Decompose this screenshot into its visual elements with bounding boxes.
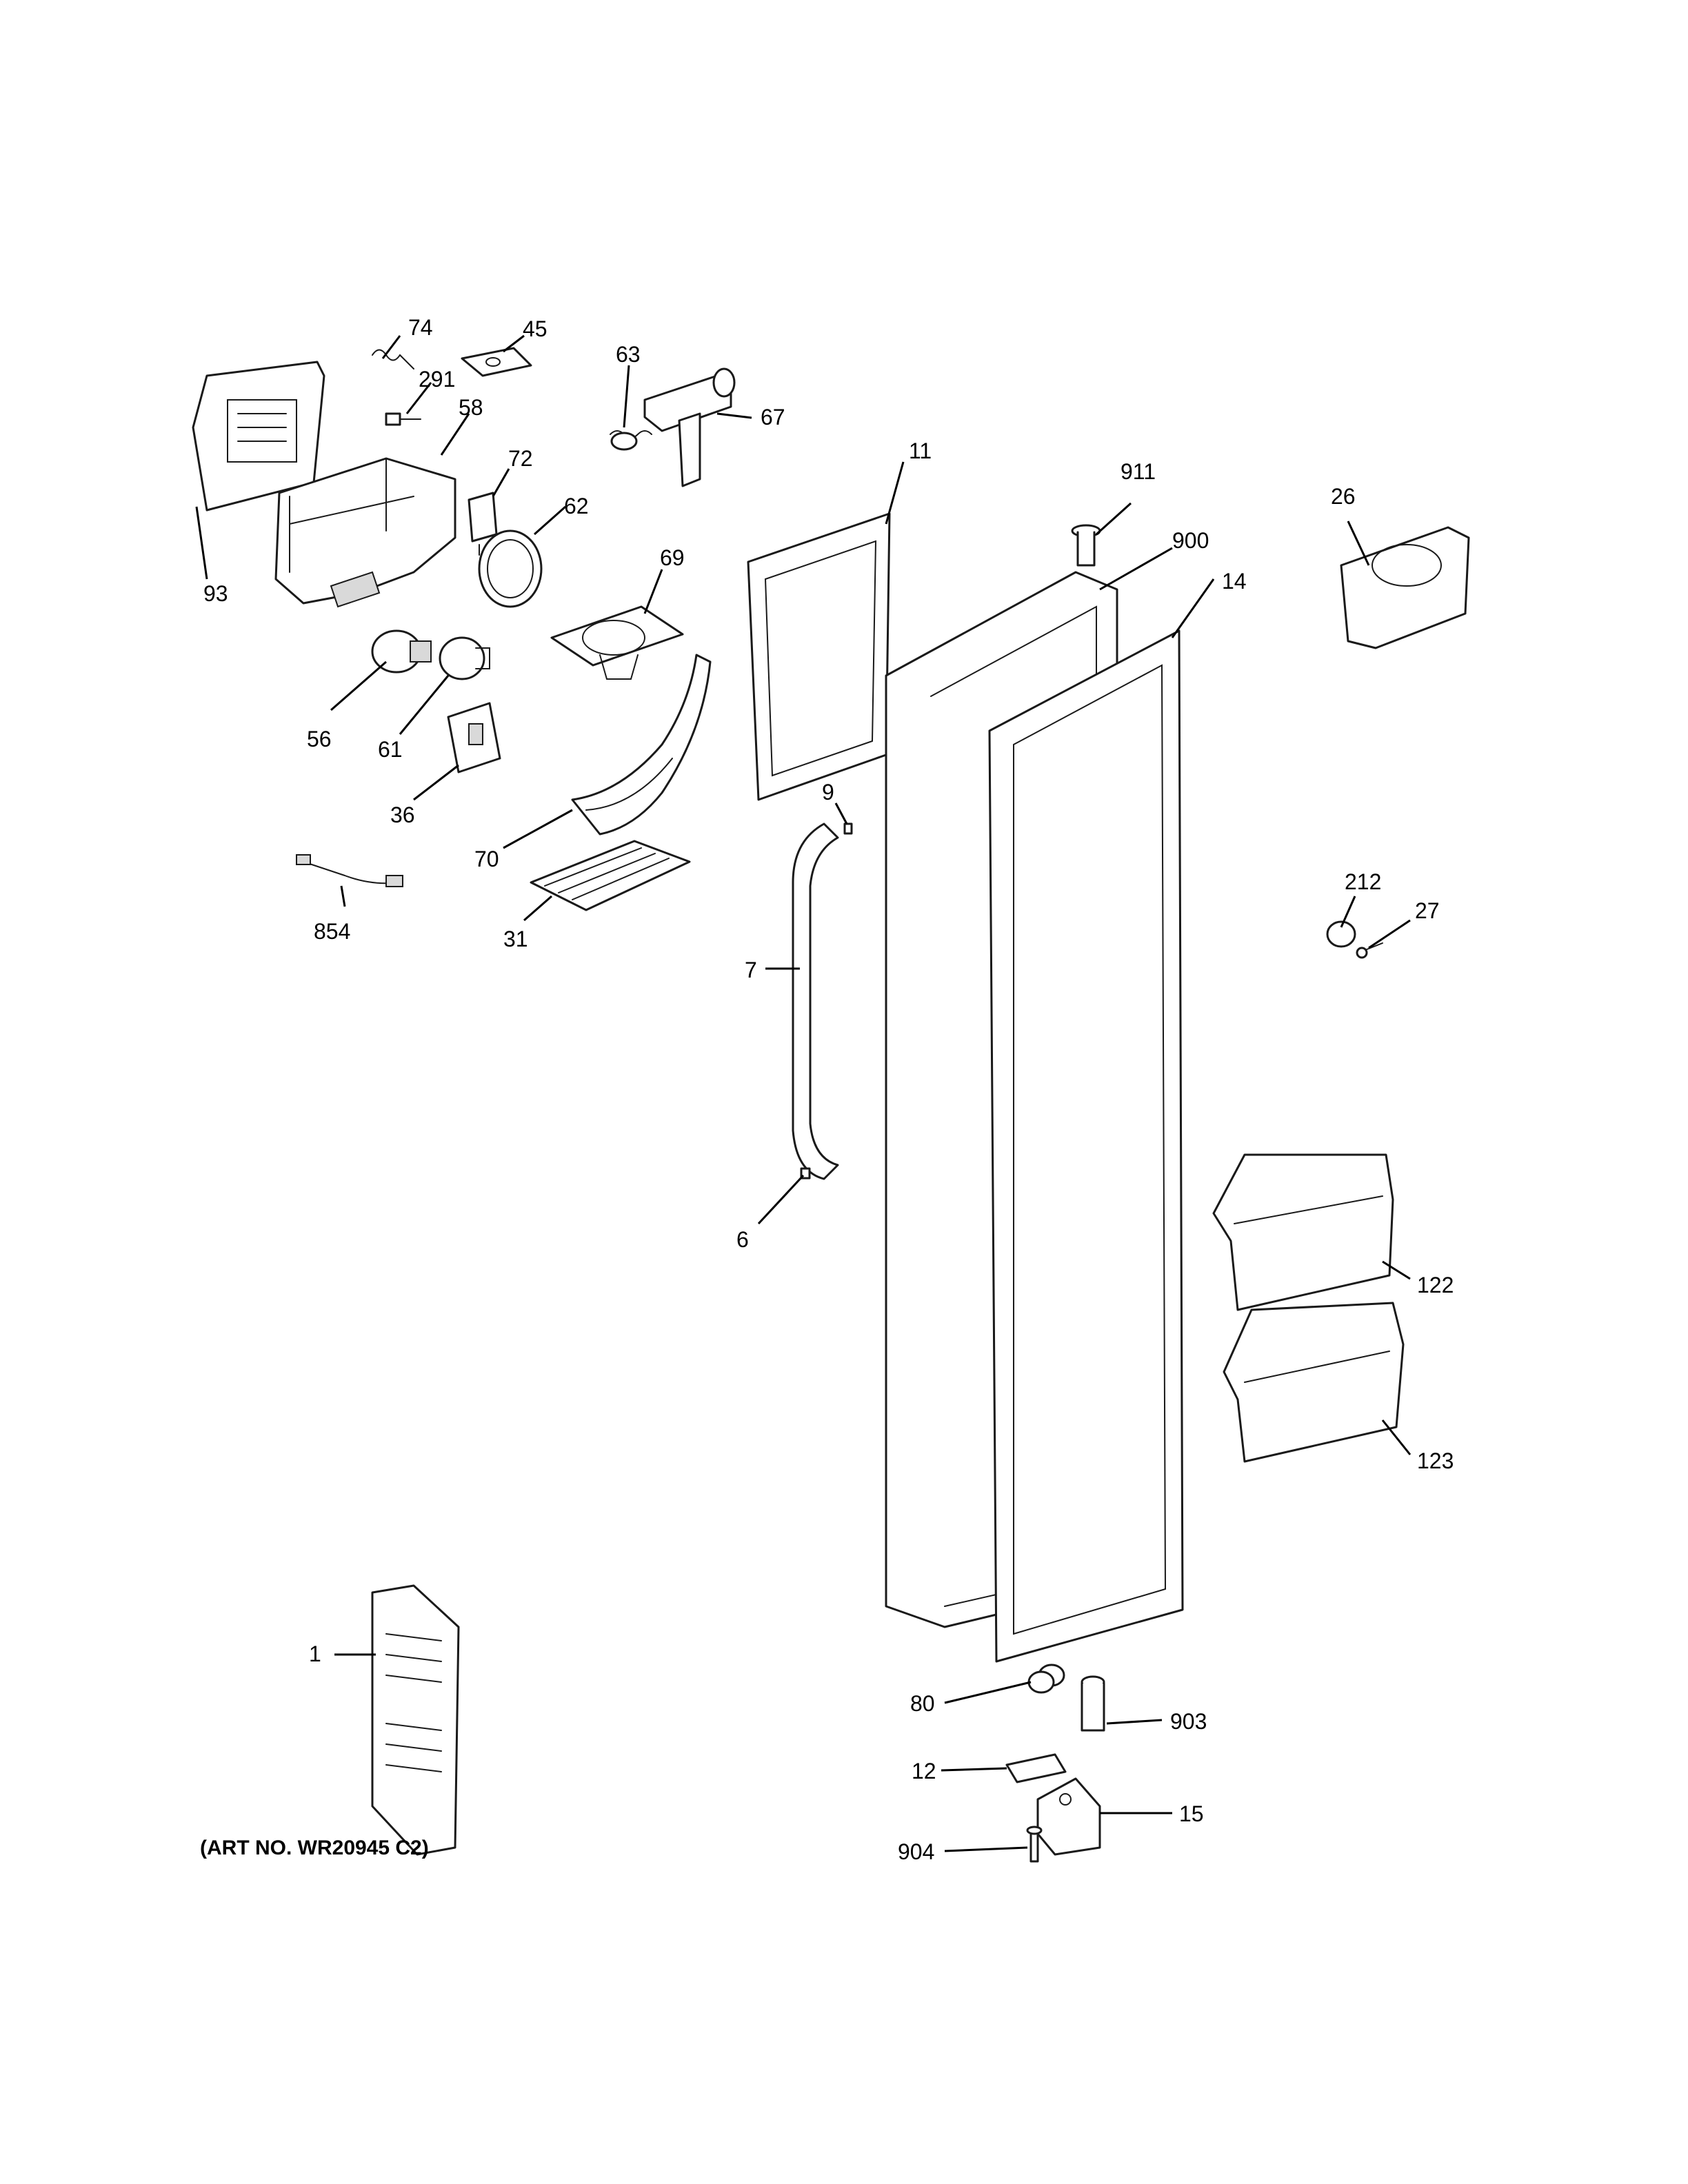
part-93-control-panel [192, 361, 325, 512]
callout-62: 62 [564, 494, 589, 518]
callout-1: 1 [309, 1641, 321, 1666]
callout-67: 67 [761, 405, 785, 429]
part-854-wire-harness [296, 854, 403, 887]
callout-854: 854 [314, 919, 350, 944]
part-11-inner-panel [747, 512, 891, 801]
callout-291: 291 [419, 367, 455, 392]
part-62-ring [478, 529, 543, 608]
part-7-handle [792, 822, 839, 1180]
part-291-screw [385, 412, 421, 426]
callout-31: 31 [503, 927, 528, 951]
callout-123: 123 [1417, 1448, 1454, 1473]
part-45-bracket [461, 347, 532, 377]
callout-12: 12 [912, 1759, 936, 1783]
part-80-plug [1027, 1664, 1065, 1694]
part-903-bushing [1081, 1675, 1105, 1732]
callout-900: 900 [1172, 528, 1209, 553]
part-123-bin [1223, 1302, 1405, 1463]
part-56-lamp [371, 629, 432, 674]
callout-56: 56 [307, 727, 332, 751]
callout-70: 70 [474, 847, 499, 871]
callout-36: 36 [390, 802, 415, 827]
callout-911: 911 [1121, 459, 1156, 484]
callout-58: 58 [459, 395, 483, 420]
part-9-screw [843, 822, 853, 835]
callout-6: 6 [736, 1227, 749, 1252]
callout-9: 9 [822, 780, 834, 805]
part-26-cover [1340, 526, 1470, 649]
part-122-bin [1212, 1153, 1394, 1311]
callout-72: 72 [508, 446, 533, 471]
leader-lines [195, 334, 1411, 1852]
part-61-knob [439, 636, 490, 680]
callout-27: 27 [1415, 898, 1440, 923]
part-70-chute [571, 654, 712, 836]
callout-212: 212 [1345, 869, 1381, 894]
callout-26: 26 [1331, 484, 1356, 509]
callout-14: 14 [1222, 569, 1247, 594]
callout-903: 903 [1170, 1709, 1207, 1734]
callout-93: 93 [203, 581, 228, 606]
part-36-bracket [447, 702, 501, 774]
callout-80: 80 [910, 1691, 935, 1716]
callout-74: 74 [408, 315, 433, 340]
part-63-spring [610, 430, 652, 451]
part-31-grille [530, 840, 691, 911]
callout-904: 904 [898, 1839, 934, 1864]
part-74-spring [372, 349, 414, 370]
part-212-cap [1326, 920, 1356, 948]
part-69-bracket [550, 605, 684, 680]
callout-122: 122 [1417, 1273, 1454, 1297]
callout-69: 69 [660, 545, 685, 570]
callout-61: 61 [378, 737, 403, 762]
part-904-screw [1026, 1826, 1043, 1863]
part-14-gasket [988, 629, 1184, 1663]
callout-15: 15 [1179, 1801, 1204, 1826]
part-58-dispenser-housing [274, 457, 456, 608]
callout-45: 45 [523, 316, 547, 341]
callout-63: 63 [616, 342, 641, 367]
part-15-hinge [1036, 1777, 1101, 1856]
callout-7: 7 [745, 958, 757, 982]
callout-11: 11 [909, 438, 932, 463]
part-911-grommet [1071, 524, 1101, 567]
art-number: (ART NO. WR20945 C2) [200, 1837, 429, 1859]
part-27-screw [1356, 942, 1383, 959]
part-12-bracket [1005, 1753, 1067, 1783]
part-1-manual [371, 1584, 460, 1856]
callout-labels: 74 45 291 58 63 67 72 62 93 69 56 61 36 … [203, 315, 1454, 1864]
part-67-solenoid [643, 367, 736, 487]
